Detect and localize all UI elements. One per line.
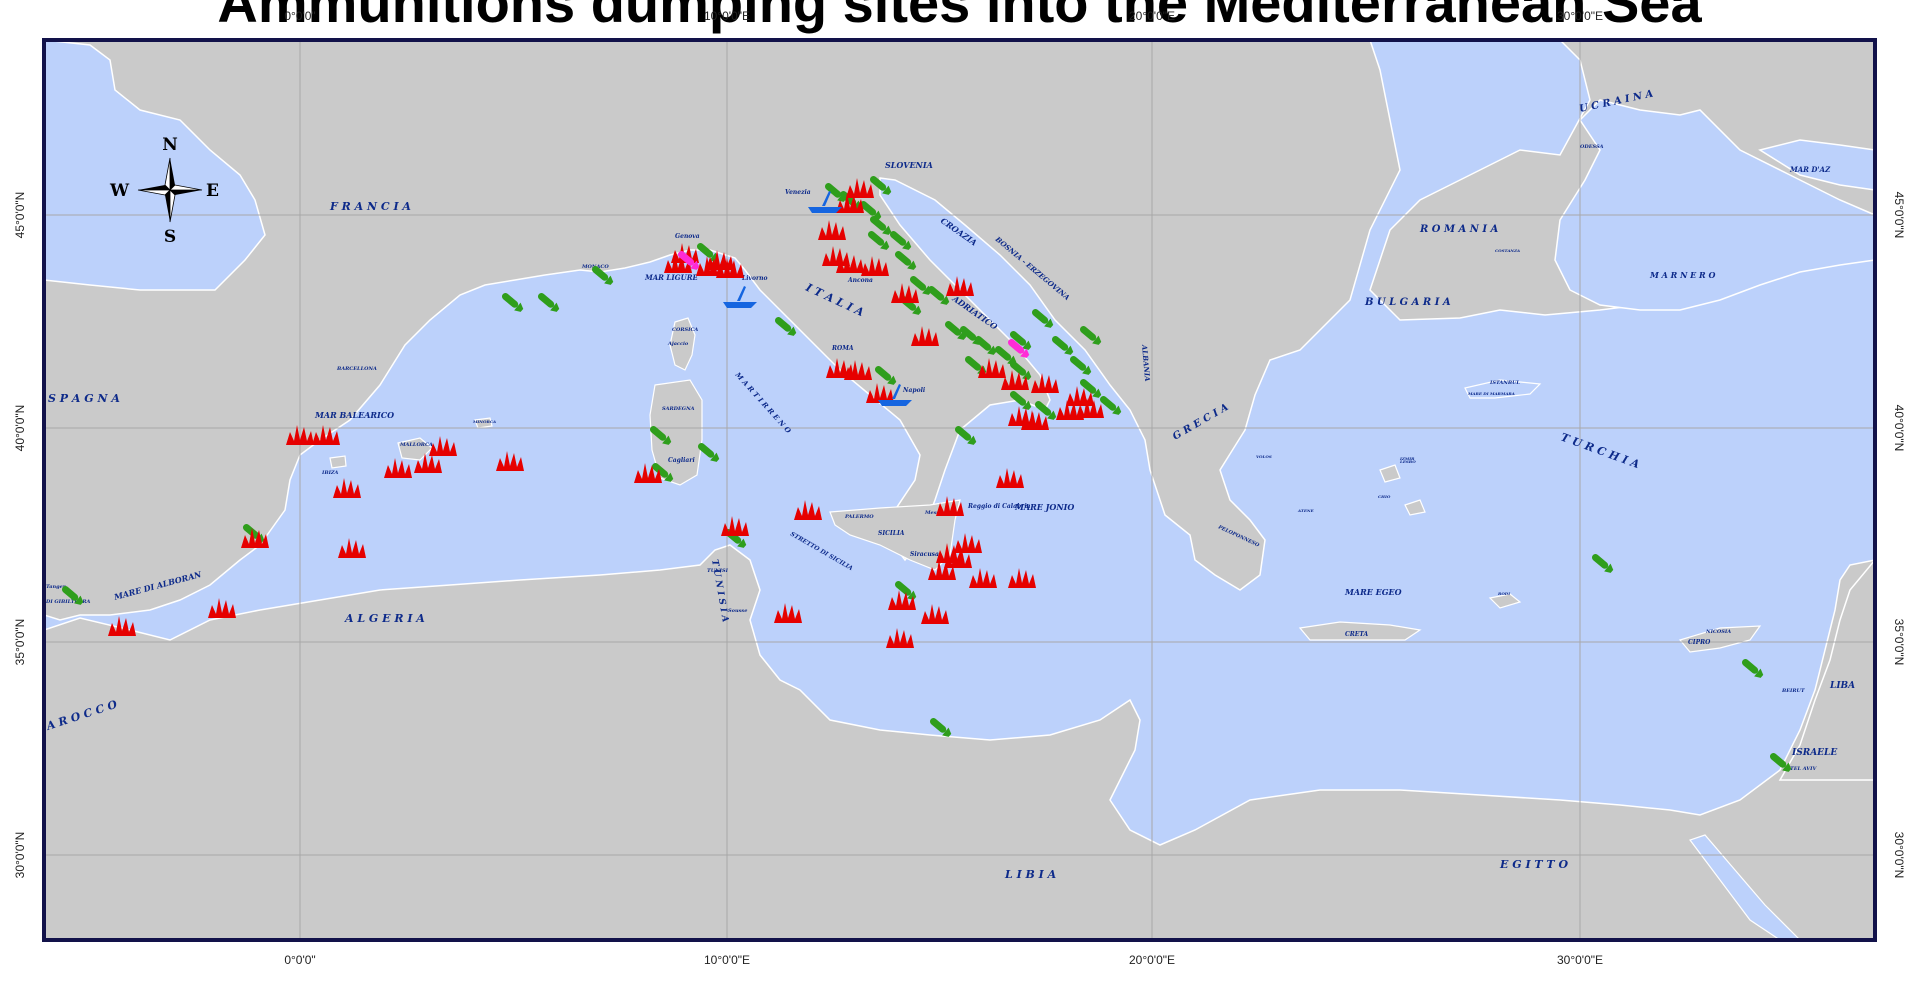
- label-volos: VOLOS: [1256, 454, 1272, 459]
- map-frame: [42, 38, 1877, 942]
- lon-tick-top-10: 10°0'0"E: [703, 9, 751, 23]
- label-tel-aviv: TEL AVIV: [1790, 766, 1818, 772]
- compass-n: N: [162, 135, 178, 155]
- label-istanbul: ISTANBUL: [1489, 380, 1520, 386]
- label-lesbo: LESBO: [1399, 459, 1416, 464]
- label-israele: ISRAELE: [1791, 748, 1837, 758]
- label-gibilterra: DI GIBILTERRA: [45, 599, 91, 605]
- label-napoli: Napoli: [902, 387, 926, 394]
- island-mallorca: [397, 437, 433, 461]
- compass-w: W: [109, 181, 130, 201]
- label-messina: Messina: [924, 510, 948, 516]
- lon-tick-top-30: 30°0'0"E: [1556, 9, 1604, 23]
- label-izmir: IZMIR: [1399, 456, 1415, 461]
- label-ibiza: IBIZA: [321, 470, 339, 476]
- label-costanza: COSTANZA: [1495, 248, 1520, 253]
- label-mar-balearico: MAR BALEARICO: [314, 410, 394, 420]
- label-roma: ROMA: [831, 345, 854, 352]
- label-algeria: A L G E R I A: [344, 612, 425, 625]
- label-mallorca: MALLORCA: [399, 442, 433, 448]
- label-romania: R O M A N I A: [1419, 224, 1499, 235]
- label-tunisi: TUNISI: [707, 568, 729, 574]
- island-crete: [1298, 621, 1422, 641]
- label-minorca: MINORCA: [472, 419, 496, 424]
- island-corsica: [669, 317, 696, 371]
- label-mar-azov: MAR D'AZ: [1789, 165, 1831, 174]
- label-libano: LIBA: [1829, 681, 1855, 691]
- label-ancona: Ancona: [847, 277, 873, 284]
- label-sicilia: SICILIA: [878, 530, 905, 537]
- label-mare-jonio: MARE JONIO: [1014, 502, 1074, 512]
- label-bulgaria: B U L G A R I A: [1364, 297, 1451, 308]
- label-cipro: CIPRO: [1688, 639, 1711, 646]
- label-barcellona: BARCELLONA: [336, 366, 377, 372]
- lon-tick-top-20: 20°0'0"E: [1128, 9, 1176, 23]
- label-siracusa: Siracusa: [910, 551, 939, 558]
- label-marmara: MARE DI MARMARA: [1467, 391, 1515, 396]
- compass-s: S: [164, 227, 176, 247]
- island-sardinia: [649, 379, 703, 486]
- graticule: [44, 40, 1875, 940]
- black-sea: [1554, 99, 1875, 311]
- label-mare-egeo: MARE EGEO: [1344, 587, 1402, 597]
- land-africa: [44, 544, 1875, 940]
- label-livorno: Livorno: [741, 275, 768, 282]
- label-reggio: Reggio di Calabria: [967, 503, 1031, 510]
- label-palermo: PALERMO: [844, 514, 874, 520]
- label-chio: CHIO: [1378, 494, 1391, 499]
- lon-tick-bottom-0: 0°0'0": [284, 953, 316, 967]
- compass-e: E: [206, 181, 219, 201]
- label-venezia: Venezia: [785, 189, 811, 196]
- label-beirut: BEIRUT: [1781, 688, 1806, 694]
- label-rodi: RODI: [1497, 591, 1510, 596]
- label-slovenia: SLOVENIA: [885, 160, 933, 170]
- label-creta: CRETA: [1345, 631, 1368, 638]
- map-title: Ammunitions dumping sites into the Medit…: [217, 0, 1702, 34]
- label-sousse: Sousse: [728, 608, 747, 614]
- compass-rose: N S E W: [109, 135, 219, 247]
- island-cyprus: [1678, 625, 1762, 653]
- label-nicosia: NICOSIA: [1705, 629, 1731, 635]
- label-cagliari: Cagliari: [668, 457, 695, 464]
- label-francia: F R A N C I A: [329, 200, 411, 213]
- label-atene: ATENE: [1297, 508, 1315, 513]
- label-egitto: E G I T T O: [1499, 858, 1568, 871]
- label-spagna: S P A G N A: [48, 392, 120, 405]
- label-mar-nero: M A R N E R O: [1649, 270, 1715, 280]
- lon-tick-bottom-20: 20°0'0"E: [1128, 953, 1176, 967]
- label-libia: L I B I A: [1004, 868, 1057, 881]
- label-genova: Genova: [675, 233, 700, 240]
- label-tangeri: Tanger: [46, 584, 66, 590]
- label-odessa: ODESSA: [1580, 144, 1604, 150]
- label-albania: ALBANIA: [1140, 343, 1152, 382]
- label-mar-ligure: MAR LIGURE: [644, 273, 699, 282]
- label-sardegna: SARDEGNA: [662, 406, 695, 412]
- label-corsica: CORSICA: [672, 327, 698, 333]
- label-ajaccio: Ajaccio: [667, 341, 689, 347]
- lon-tick-top-0: 0°0'0": [284, 9, 316, 23]
- lon-tick-bottom-30: 30°0'0"E: [1556, 953, 1604, 967]
- lon-tick-bottom-10: 10°0'0"E: [703, 953, 751, 967]
